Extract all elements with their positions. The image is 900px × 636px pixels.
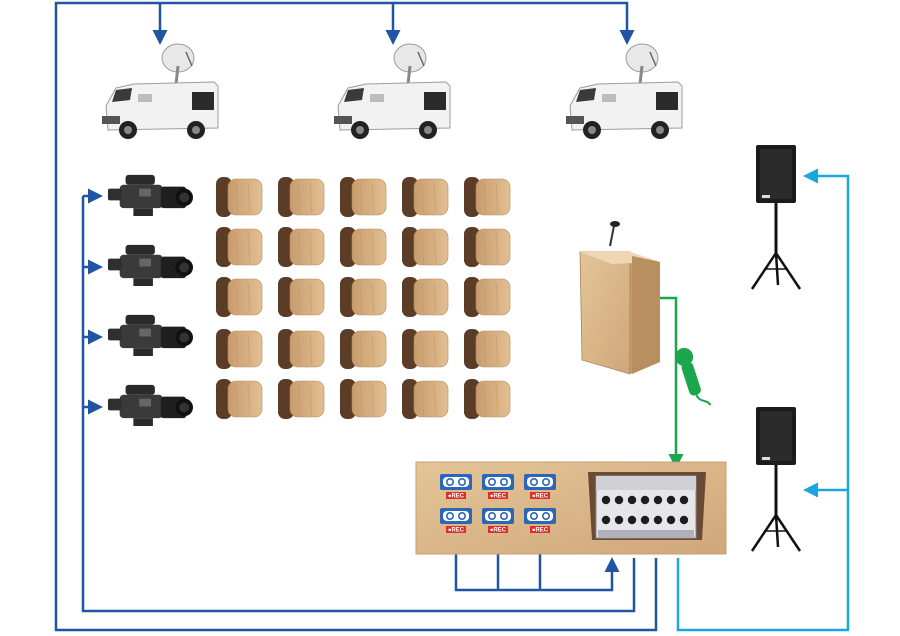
xlr-jack xyxy=(679,495,689,505)
rec-label: ●REC xyxy=(448,527,465,533)
rec-label: ●REC xyxy=(532,493,549,499)
video-camera-icon xyxy=(107,384,194,426)
chair-icon xyxy=(277,276,325,318)
chair-icon xyxy=(215,226,263,268)
chair-icon xyxy=(277,328,325,370)
xlr-jack xyxy=(601,515,611,525)
rec-label: ●REC xyxy=(448,493,465,499)
xlr-jack xyxy=(653,515,663,525)
chair-icon xyxy=(215,276,263,318)
chair-icon xyxy=(463,276,511,318)
xlr-jack xyxy=(614,495,624,505)
chair-icon xyxy=(463,328,511,370)
podium-icon xyxy=(579,221,660,375)
wireless-microphone-icon xyxy=(675,347,712,406)
chair-icon xyxy=(401,378,449,420)
rec-label: ●REC xyxy=(532,527,549,533)
chair-icon xyxy=(339,378,387,420)
chair-icon xyxy=(463,226,511,268)
satellite-truck-icon xyxy=(564,42,684,141)
microphone-feed-line xyxy=(660,296,684,469)
audience-seating xyxy=(215,176,511,420)
chair-icon xyxy=(215,176,263,218)
xlr-jack xyxy=(666,495,676,505)
rec-label: ●REC xyxy=(490,493,507,499)
cassette-recorder-icon: ●REC xyxy=(482,474,514,499)
rec-label: ●REC xyxy=(490,527,507,533)
pa-speaker-on-stand-icon xyxy=(750,405,802,553)
xlr-jack xyxy=(627,495,637,505)
xlr-jack xyxy=(601,495,611,505)
chair-icon xyxy=(215,378,263,420)
xlr-jack xyxy=(666,515,676,525)
video-camera-icon xyxy=(107,174,194,216)
chair-icon xyxy=(215,328,263,370)
press-box-splitter-icon xyxy=(588,472,706,540)
chair-icon xyxy=(401,276,449,318)
chair-icon xyxy=(401,328,449,370)
cassette-recorder-icon: ●REC xyxy=(440,508,472,533)
chair-icon xyxy=(277,176,325,218)
chair-icon xyxy=(339,226,387,268)
chair-icon xyxy=(339,176,387,218)
satellite-truck-icon xyxy=(332,42,452,141)
xlr-jack xyxy=(627,515,637,525)
cassette-recorder-icon: ●REC xyxy=(524,474,556,499)
cassette-recorder-icon: ●REC xyxy=(524,508,556,533)
xlr-jack xyxy=(640,515,650,525)
xlr-jack xyxy=(679,515,689,525)
satellite-feed-lines xyxy=(54,1,658,632)
chair-icon xyxy=(339,328,387,370)
video-camera-icon xyxy=(107,314,194,356)
cassette-recorder-icon: ●REC xyxy=(440,474,472,499)
xlr-jack xyxy=(653,495,663,505)
chair-icon xyxy=(277,378,325,420)
xlr-jack xyxy=(640,495,650,505)
pa-speaker-on-stand-icon xyxy=(750,143,802,291)
chair-icon xyxy=(401,176,449,218)
chair-icon xyxy=(277,226,325,268)
chair-icon xyxy=(463,378,511,420)
xlr-jack xyxy=(614,515,624,525)
chair-icon xyxy=(463,176,511,218)
chair-icon xyxy=(401,226,449,268)
satellite-truck-icon xyxy=(100,42,220,141)
cassette-recorder-icon: ●REC xyxy=(482,508,514,533)
cassette-recorders: ●REC ●REC ●REC ●REC ●REC ●REC xyxy=(440,474,556,533)
speaker-feed-lines xyxy=(676,168,850,632)
satellite-trucks xyxy=(100,42,684,141)
video-camera-icon xyxy=(107,244,194,286)
video-cameras xyxy=(107,174,194,426)
chair-icon xyxy=(339,276,387,318)
